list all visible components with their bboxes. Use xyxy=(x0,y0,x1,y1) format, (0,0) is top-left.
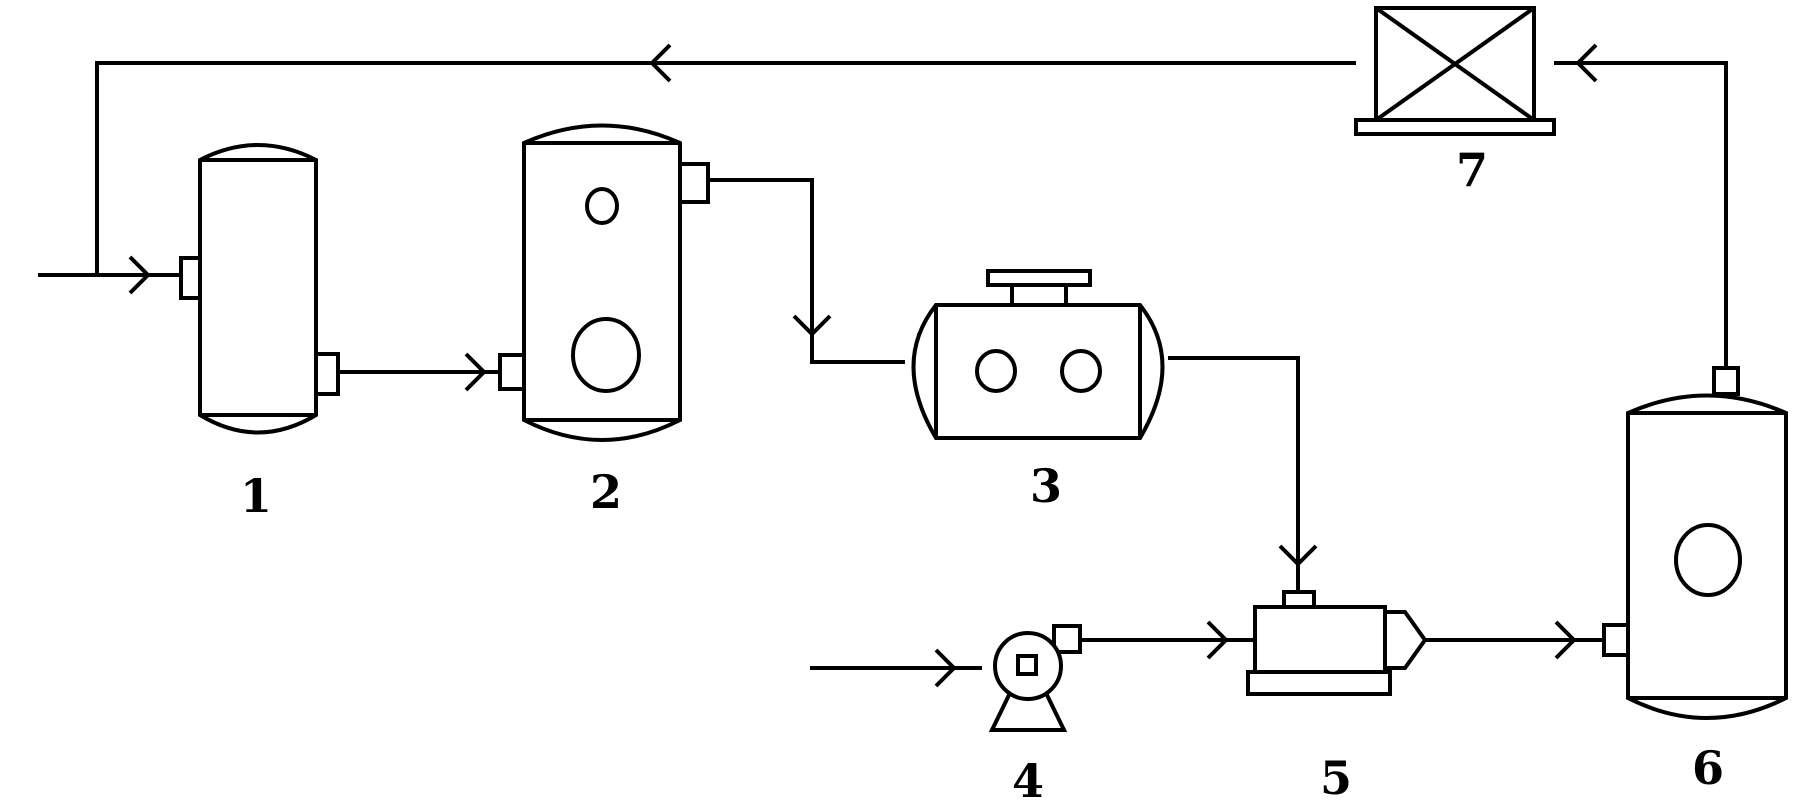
arrow-right-icon xyxy=(128,255,151,295)
unit-5-top-nozzle xyxy=(1282,590,1316,609)
tank-2 xyxy=(498,123,710,442)
tank-6 xyxy=(1602,366,1788,720)
tank-3-manhole-right xyxy=(1060,349,1102,393)
arrow-down-icon xyxy=(1278,544,1318,567)
tank-3-top-flange xyxy=(986,269,1092,287)
flow-arrows xyxy=(128,43,1598,688)
label-tank-3: 3 xyxy=(1030,459,1062,513)
arrow-left-icon xyxy=(1575,43,1598,83)
pipe-tank-3-to-unit-5 xyxy=(1168,356,1300,592)
pump-4-outlet-nozzle xyxy=(1052,624,1082,654)
arrow-right-icon xyxy=(1206,620,1229,660)
unit-5-nozzle-cone xyxy=(1383,610,1428,670)
tank-6-top-nozzle xyxy=(1712,366,1740,396)
arrow-right-icon xyxy=(1554,620,1577,660)
tank-6-manhole xyxy=(1674,523,1742,597)
tank-1-inlet-nozzle xyxy=(179,256,202,300)
tank-1 xyxy=(179,143,340,435)
label-unit-7: 7 xyxy=(1456,143,1488,197)
pipe-tank-2-to-tank-3 xyxy=(708,178,905,364)
tank-3-body xyxy=(911,303,1165,440)
tank-6-inlet-nozzle xyxy=(1602,623,1630,657)
label-unit-5: 5 xyxy=(1320,751,1352,802)
arrow-right-icon xyxy=(464,352,487,392)
arrow-down-icon xyxy=(792,314,832,337)
tank-3 xyxy=(911,269,1165,440)
label-tank-1: 1 xyxy=(240,469,272,523)
unit-5-body xyxy=(1253,605,1387,674)
unit-5 xyxy=(1246,590,1428,696)
tank-1-outlet-nozzle xyxy=(314,352,340,396)
label-tank-2: 2 xyxy=(590,465,622,519)
label-pump-4: 4 xyxy=(1012,754,1044,802)
tank-2-manhole xyxy=(571,317,641,393)
tank-2-body xyxy=(522,123,682,442)
arrow-right-icon xyxy=(934,648,957,688)
equipment-labels: 1 2 3 4 5 6 7 xyxy=(240,143,1724,802)
unit-7-base xyxy=(1354,118,1556,136)
pipes xyxy=(38,61,1728,670)
arrow-left-icon xyxy=(649,43,672,83)
tank-1-body xyxy=(198,143,318,435)
pump-4-shaft xyxy=(1016,654,1038,676)
tank-2-sight-glass-small xyxy=(585,187,619,225)
tank-2-inlet-nozzle xyxy=(498,353,526,391)
tank-2-outlet-nozzle xyxy=(678,162,710,204)
tank-3-manhole-left xyxy=(975,349,1017,393)
unit-7 xyxy=(1354,6,1556,136)
pipe-tank-6-to-unit-7 xyxy=(1554,61,1728,368)
tank-3-top-connector xyxy=(1010,283,1068,305)
unit-5-base xyxy=(1246,670,1392,696)
pipe-recycle-top xyxy=(95,61,1356,275)
pump-4 xyxy=(988,624,1082,732)
label-tank-6: 6 xyxy=(1692,741,1724,795)
